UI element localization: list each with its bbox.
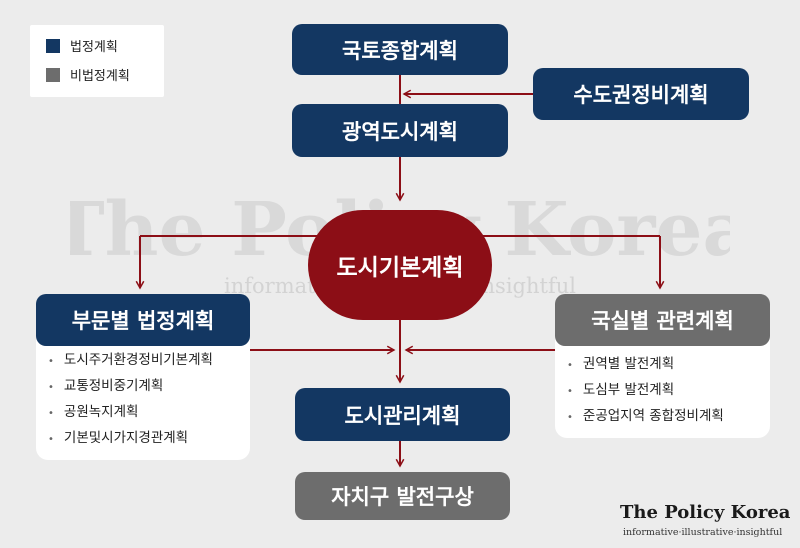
legend-statutory-swatch <box>46 39 60 53</box>
list-item: 도심부 발전계획 <box>567 378 724 404</box>
legend: 법정계획 비법정계획 <box>30 25 164 97</box>
list-item: 준공업지역 종합정비계획 <box>567 404 724 430</box>
metropolitan-plan-node: 광역도시계획 <box>292 104 508 157</box>
sectoral-statutory-plan-node: 부문별 법정계획 <box>36 294 250 346</box>
legend-statutory-label: 법정계획 <box>70 40 118 55</box>
urban-master-plan-node: 도시기본계획 <box>308 210 492 320</box>
list-item: 도시주거환경정비기본계획 <box>48 348 213 374</box>
urban-management-plan-node: 도시관리계획 <box>295 388 510 441</box>
capital-region-plan-node: 수도권정비계획 <box>533 68 749 120</box>
district-vision-node: 자치구 발전구상 <box>295 472 510 520</box>
legend-nonstatutory-label: 비법정계획 <box>70 69 130 84</box>
department-items-list: 권역별 발전계획 도심부 발전계획 준공업지역 종합정비계획 <box>567 352 724 430</box>
list-item: 공원녹지계획 <box>48 400 213 426</box>
sectoral-items-list: 도시주거환경정비기본계획 교통정비중기계획 공원녹지계획 기본및시가지경관계획 <box>48 348 213 452</box>
national-plan-node: 국토종합계획 <box>292 24 508 75</box>
list-item: 기본및시가지경관계획 <box>48 426 213 452</box>
legend-nonstatutory-swatch <box>46 68 60 82</box>
brand-title: The Policy Korea <box>620 502 791 523</box>
department-plan-node: 국실별 관련계획 <box>555 294 770 346</box>
list-item: 교통정비중기계획 <box>48 374 213 400</box>
brand-tagline: informative·illustrative·insightful <box>623 527 783 538</box>
list-item: 권역별 발전계획 <box>567 352 724 378</box>
